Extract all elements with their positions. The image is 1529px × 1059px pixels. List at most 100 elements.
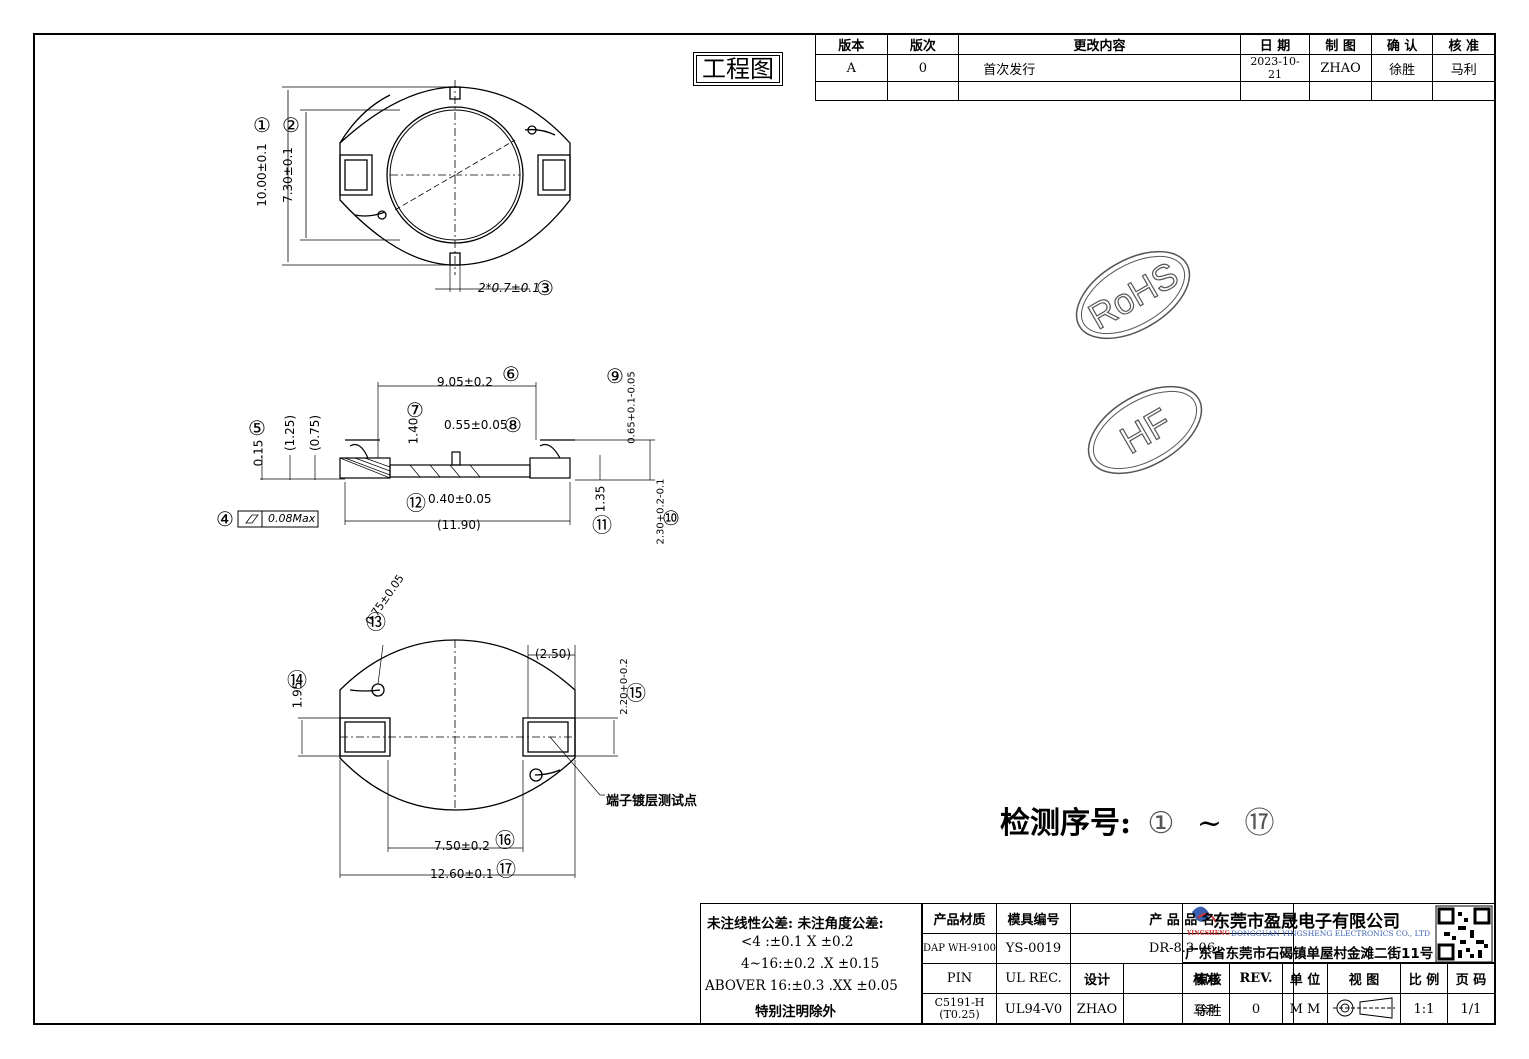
- marker: ⑬: [366, 610, 386, 634]
- mold-value: YS-0019: [996, 933, 1071, 964]
- dimension-label: 2*0.7±0.1: [478, 281, 540, 295]
- rohs-text: RoHS: [1081, 254, 1185, 338]
- view-cell: [1327, 993, 1401, 1025]
- rev-cell: A: [815, 54, 888, 82]
- company-cell: 东莞市盈晟电子有限公司 YINGSHENG DONGGUAN YINGSHENG…: [1182, 903, 1495, 963]
- pin-value: C5191-H (T0.25): [922, 993, 997, 1025]
- sheet-border: [33, 33, 1496, 1025]
- header-page: 页 码: [1447, 963, 1495, 994]
- header-approve: 核准: [1182, 963, 1230, 994]
- header-ul: UL REC.: [996, 963, 1071, 994]
- marker: ④: [216, 507, 234, 531]
- rev-cell: 0: [886, 54, 960, 82]
- design-value: ZHAO: [1070, 993, 1124, 1025]
- dimension-label: 0.15: [251, 439, 266, 467]
- header-unit: 单 位: [1282, 963, 1328, 994]
- rev-cell: [886, 81, 960, 101]
- rev-cell: [815, 81, 888, 101]
- inspection-to: ⑰: [1244, 806, 1275, 841]
- dimension-label: 0.55±0.05: [444, 418, 508, 432]
- rev-header-content: 更改内容: [958, 34, 1241, 55]
- page-value: 1/1: [1447, 993, 1495, 1025]
- rev-cell: 首次发行: [958, 54, 1241, 82]
- inspection-text: 检测序号:: [1000, 806, 1132, 841]
- marker: ⑨: [606, 364, 624, 388]
- company-address: 广东省东莞市石碣镇单屋村金滩二街11号: [1185, 946, 1434, 962]
- marker: ⑥: [502, 362, 520, 386]
- dimension-label: 1.40: [406, 417, 421, 445]
- header-view: 视 图: [1327, 963, 1401, 994]
- rev-cell: [1432, 81, 1495, 101]
- marker: ⑧: [504, 413, 522, 437]
- rev-cell: 马利: [1432, 54, 1495, 82]
- rev-header-approve: 核 准: [1432, 34, 1495, 55]
- inspection-label: 检测序号: ① ~ ⑰: [1000, 798, 1274, 842]
- bottom-view: [298, 639, 618, 878]
- company-name-en: DONGGUAN YINGSHENG ELECTRONICS CO., LTD: [1231, 929, 1430, 938]
- header-rev: REV.: [1229, 963, 1283, 994]
- header-pin: PIN: [922, 963, 997, 994]
- rev-header-version: 版本: [815, 34, 888, 55]
- table-row: [815, 81, 1495, 101]
- marker: ⑯: [495, 828, 515, 852]
- terminal-plating-note: 端子镀层测试点: [606, 794, 698, 809]
- dimension-label: 7.50±0.2: [434, 839, 490, 853]
- inspection-from: ①: [1147, 806, 1175, 841]
- marker: ⑤: [248, 416, 266, 440]
- flatness-tolerance: 0.08Max: [268, 512, 316, 525]
- marker: ⑩: [662, 506, 680, 530]
- dimension-label: 7.30±0.1: [280, 147, 295, 203]
- marker: ③: [536, 276, 554, 300]
- tolerance-line: ABOVER 16:±0.3 .XX ±0.05: [705, 978, 898, 994]
- header-scale: 比 例: [1400, 963, 1448, 994]
- company-name-cn: 东莞市盈晟电子有限公司: [1213, 912, 1400, 932]
- marker: ⑮: [626, 681, 646, 705]
- inspection-tilde: ~: [1196, 806, 1223, 841]
- rev-header-edition: 版次: [886, 34, 960, 55]
- material-value: DAP WH-9100: [922, 933, 997, 964]
- marker: ⑪: [592, 513, 612, 537]
- tolerance-line: 特别注明除外: [755, 1004, 836, 1020]
- tolerance-line: 未注线性公差: 未注角度公差:: [707, 916, 884, 932]
- hf-text: HF: [1114, 401, 1179, 463]
- ul-value: UL94-V0: [996, 993, 1071, 1025]
- rev-cell: [1239, 81, 1311, 101]
- dimension-label: 10.00±0.1: [254, 143, 269, 207]
- dimension-label: 0.65+0.1-0.05: [626, 371, 638, 444]
- title-box: 工程图: [693, 52, 783, 86]
- tolerance-block: 未注线性公差: 未注角度公差: <4 :±0.1 X ±0.2 4~16:±0.…: [700, 903, 922, 1024]
- dimension-label: 0.40±0.05: [428, 492, 492, 506]
- tolerance-line: <4 :±0.1 X ±0.2: [741, 934, 854, 950]
- dimension-label: (2.50): [535, 647, 572, 661]
- rev-cell: [1370, 81, 1434, 101]
- title-block: 产品材质 模具编号 产 品 品 名 DAP WH-9100 YS-0019 DR…: [700, 903, 1495, 1025]
- company-logo-text: YINGSHENG: [1187, 930, 1230, 937]
- rev-cell: ZHAO: [1309, 54, 1372, 82]
- dimension-label: 9.05±0.2: [437, 375, 493, 389]
- rev-cell: [958, 81, 1241, 101]
- rev-header-date: 日 期: [1239, 34, 1311, 55]
- dimension-label: 1.95: [290, 681, 305, 709]
- marker: ①: [253, 113, 271, 137]
- tolerance-line: 4~16:±0.2 .X ±0.15: [741, 956, 880, 972]
- rev-header-drawn: 制 图: [1309, 34, 1372, 55]
- rohs-stamp: RoHS: [1075, 250, 1191, 340]
- dimension-label: (1.25): [283, 414, 298, 452]
- rev-cell: 徐胜: [1370, 54, 1434, 82]
- table-row: A 0 首次发行 2023-10-21 ZHAO 徐胜 马利: [815, 54, 1495, 82]
- marker: ⑭: [287, 668, 307, 692]
- title-block-right-table: 核准 REV. 单 位 视 图 比 例 页 码 马利 0 M M 1:1 1/1: [1182, 963, 1495, 1025]
- revision-table: 版本 版次 更改内容 日 期 制 图 确 认 核 准 A 0 首次发行 2023…: [815, 34, 1495, 101]
- header-design: 设计: [1070, 963, 1124, 994]
- header-material: 产品材质: [922, 903, 997, 934]
- header-mold: 模具编号: [996, 903, 1071, 934]
- approve-value: 马利: [1182, 993, 1230, 1025]
- scale-value: 1:1: [1400, 993, 1448, 1025]
- marker: ⑫: [406, 491, 426, 515]
- unit-value: M M: [1282, 993, 1328, 1025]
- dimension-label: (0.75): [308, 414, 323, 452]
- dimension-label: 12.60±0.1: [430, 867, 494, 881]
- rev-header-confirm: 确 认: [1370, 34, 1434, 55]
- rev-value: 0: [1229, 993, 1283, 1025]
